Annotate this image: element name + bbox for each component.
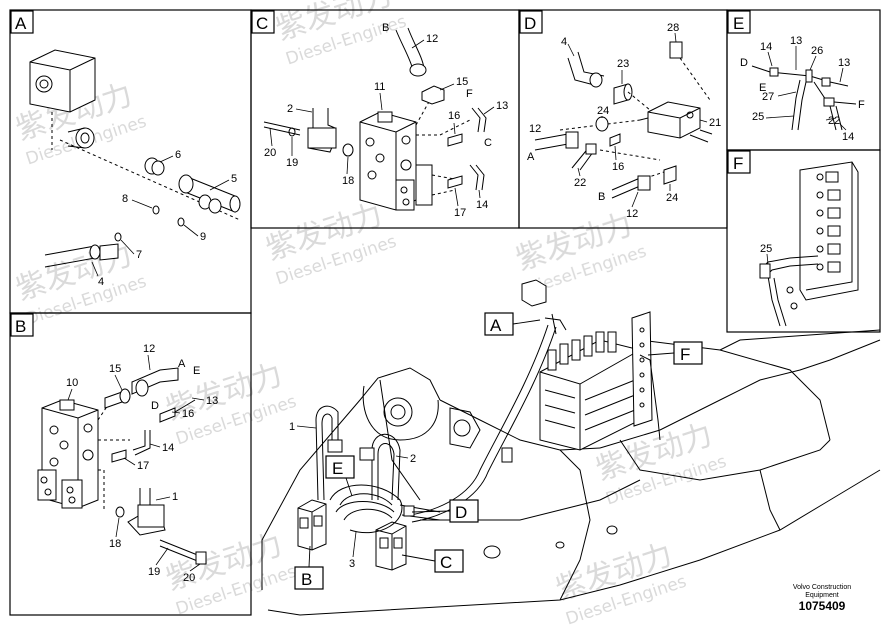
panel-frames — [9, 9, 881, 616]
part-label: 6 — [175, 149, 181, 161]
panel-letter-boxes: A B C D E F — [10, 10, 751, 337]
part-label: 2 — [410, 453, 416, 465]
part-label: 13 — [496, 100, 508, 112]
document-number: 1075409 — [799, 599, 846, 613]
main-part-labels: 1 2 3 — [289, 421, 416, 570]
part-label: 19 — [148, 566, 160, 578]
part-label: B — [382, 22, 389, 34]
panel-a-letter: A — [15, 14, 27, 33]
callout-b: B — [301, 570, 312, 589]
footer: Volvo Construction Equipment 1075409 — [793, 584, 851, 613]
part-label: 12 — [626, 208, 638, 220]
panel-f-letter: F — [733, 154, 743, 173]
part-label: 18 — [109, 538, 121, 550]
part-label: 25 — [760, 243, 772, 255]
part-label: E — [759, 82, 766, 94]
part-label: A — [527, 151, 535, 163]
part-label: 16 — [182, 408, 194, 420]
panel-e-labels: 14 13 26 13 D E F 27 25 22 14 — [740, 35, 865, 143]
part-label: 20 — [183, 572, 195, 584]
panel-f-drawing — [759, 161, 859, 327]
panel-c-letter: C — [256, 14, 268, 33]
panel-e-letter: E — [733, 14, 744, 33]
part-label: 24 — [666, 192, 678, 204]
part-label: F — [466, 88, 473, 100]
part-label: 28 — [667, 22, 679, 34]
part-label: 22 — [828, 115, 840, 127]
part-label: 3 — [349, 558, 355, 570]
panel-c-labels: B 12 11 2 15 F 13 16 20 19 18 C 17 14 — [264, 22, 508, 219]
panel-c-drawing — [263, 27, 487, 211]
part-label: 21 — [709, 117, 721, 129]
part-label: 14 — [476, 199, 488, 211]
part-label: 15 — [109, 363, 121, 375]
part-label: 17 — [137, 460, 149, 472]
panel-b-labels: 12 15 10 A E 13 16 D 14 17 1 18 19 20 — [66, 343, 218, 584]
part-label: D — [151, 400, 159, 412]
part-label: 14 — [760, 41, 772, 53]
panel-a-drawing — [29, 49, 241, 268]
panel-d-labels: 28 4 23 24 21 12 A 16 22 B 12 24 — [527, 22, 721, 220]
part-label: 2 — [287, 103, 293, 115]
callout-c: C — [440, 553, 452, 572]
part-label: 13 — [790, 35, 802, 47]
part-label: 7 — [136, 249, 142, 261]
part-label: 14 — [842, 131, 854, 143]
part-label: E — [193, 365, 200, 377]
panel-b-drawing — [37, 367, 207, 565]
part-label: 8 — [122, 193, 128, 205]
part-label: 4 — [561, 36, 567, 48]
part-label: 4 — [98, 276, 104, 288]
part-label: 16 — [612, 161, 624, 173]
main-callouts: A F E D B C — [294, 312, 703, 590]
part-label: 14 — [162, 442, 174, 454]
part-label: 20 — [264, 147, 276, 159]
part-label: A — [178, 358, 186, 370]
part-label: 1 — [172, 491, 178, 503]
part-label: 12 — [426, 33, 438, 45]
part-label: 16 — [448, 110, 460, 122]
part-label: 24 — [597, 105, 609, 117]
panel-f-frame — [726, 149, 881, 333]
part-label: 11 — [374, 81, 385, 93]
part-label: 5 — [231, 173, 237, 185]
company-line-2: Equipment — [805, 592, 839, 599]
panel-b-letter: B — [15, 317, 26, 336]
part-label: 18 — [342, 175, 354, 187]
part-label: 19 — [286, 157, 298, 169]
part-label: 27 — [762, 91, 774, 103]
part-label: 22 — [574, 177, 586, 189]
part-label: 26 — [811, 45, 823, 57]
part-label: 1 — [289, 421, 295, 433]
part-label: 10 — [66, 377, 78, 389]
callout-e: E — [332, 459, 343, 478]
part-label: 9 — [200, 231, 206, 243]
part-label: 15 — [456, 76, 468, 88]
part-label: 23 — [617, 58, 629, 70]
part-label: 13 — [838, 57, 850, 69]
callout-d: D — [455, 503, 467, 522]
part-label: C — [484, 137, 492, 149]
main-frame-drawing — [261, 279, 881, 616]
part-label: 12 — [143, 343, 155, 355]
callout-f: F — [680, 345, 690, 364]
part-label: 13 — [206, 395, 218, 407]
callout-a: A — [490, 316, 502, 335]
panel-a-labels: 6 5 8 7 9 4 — [91, 149, 237, 288]
part-label: 12 — [529, 123, 541, 135]
part-label: D — [740, 57, 748, 69]
panel-b-frame — [9, 312, 252, 616]
company-line-1: Volvo Construction — [793, 584, 851, 591]
panel-d-letter: D — [524, 14, 536, 33]
panel-d-drawing — [534, 41, 713, 199]
part-label: 17 — [454, 207, 466, 219]
part-label: 25 — [752, 111, 764, 123]
panel-e-drawing — [751, 65, 857, 131]
panel-f-labels: 25 — [760, 243, 772, 265]
part-label: B — [598, 191, 605, 203]
part-label: F — [858, 99, 865, 111]
